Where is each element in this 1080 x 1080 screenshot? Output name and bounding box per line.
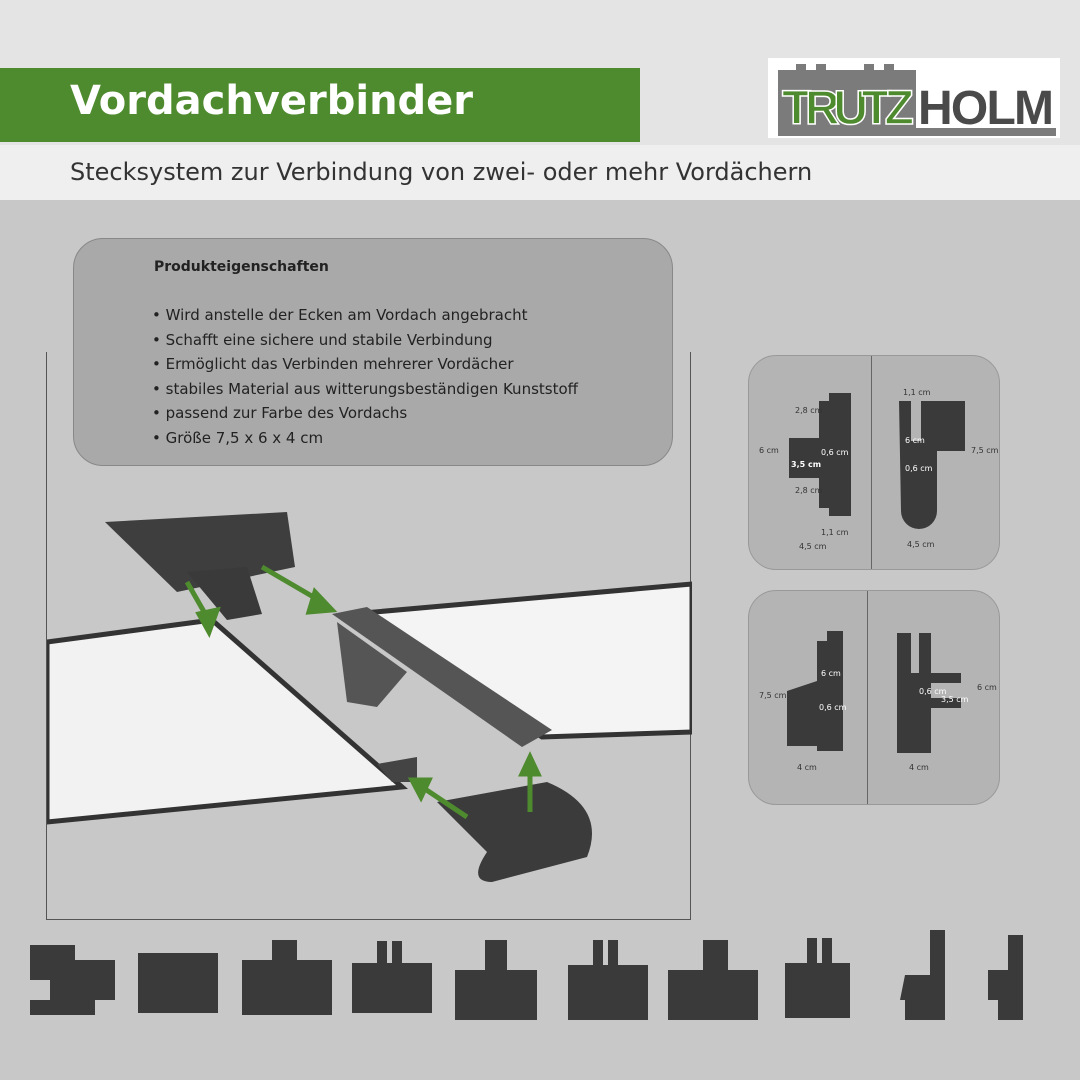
page-title: Vordachverbinder <box>70 78 474 124</box>
svg-text:HOLM: HOLM <box>918 82 1054 135</box>
list-item: Schafft eine sichere und stabile Verbind… <box>152 328 578 353</box>
subtitle-band <box>0 145 1080 200</box>
properties-heading: Produkteigenschaften <box>154 259 329 275</box>
product-scene <box>44 352 695 920</box>
dimension-panel-top: 6 cm 2,8 cm 2,8 cm 3,5 cm 0,6 cm 1,1 cm … <box>748 355 1000 570</box>
product-variants-row <box>0 925 1080 1035</box>
list-item: passend zur Farbe des Vordachs <box>152 401 578 426</box>
properties-panel: Produkteigenschaften Wird anstelle der E… <box>73 238 673 466</box>
dimension-panel-bottom: 7,5 cm 6 cm 0,6 cm 4 cm 6 cm 3,5 cm 0,6 … <box>748 590 1000 805</box>
svg-text:TRUTZ: TRUTZ <box>782 82 914 135</box>
page-subtitle: Stecksystem zur Verbindung von zwei- ode… <box>70 158 813 186</box>
list-item: Ermöglicht das Verbinden mehrerer Vordäc… <box>152 352 578 377</box>
list-item: stabiles Material aus witterungsbeständi… <box>152 377 578 402</box>
list-item: Größe 7,5 x 6 x 4 cm <box>152 426 578 451</box>
properties-list: Wird anstelle der Ecken am Vordach angeb… <box>152 303 578 450</box>
list-item: Wird anstelle der Ecken am Vordach angeb… <box>152 303 578 328</box>
title-bar <box>0 68 640 142</box>
brand-logo: TRUTZ HOLM <box>768 58 1060 138</box>
